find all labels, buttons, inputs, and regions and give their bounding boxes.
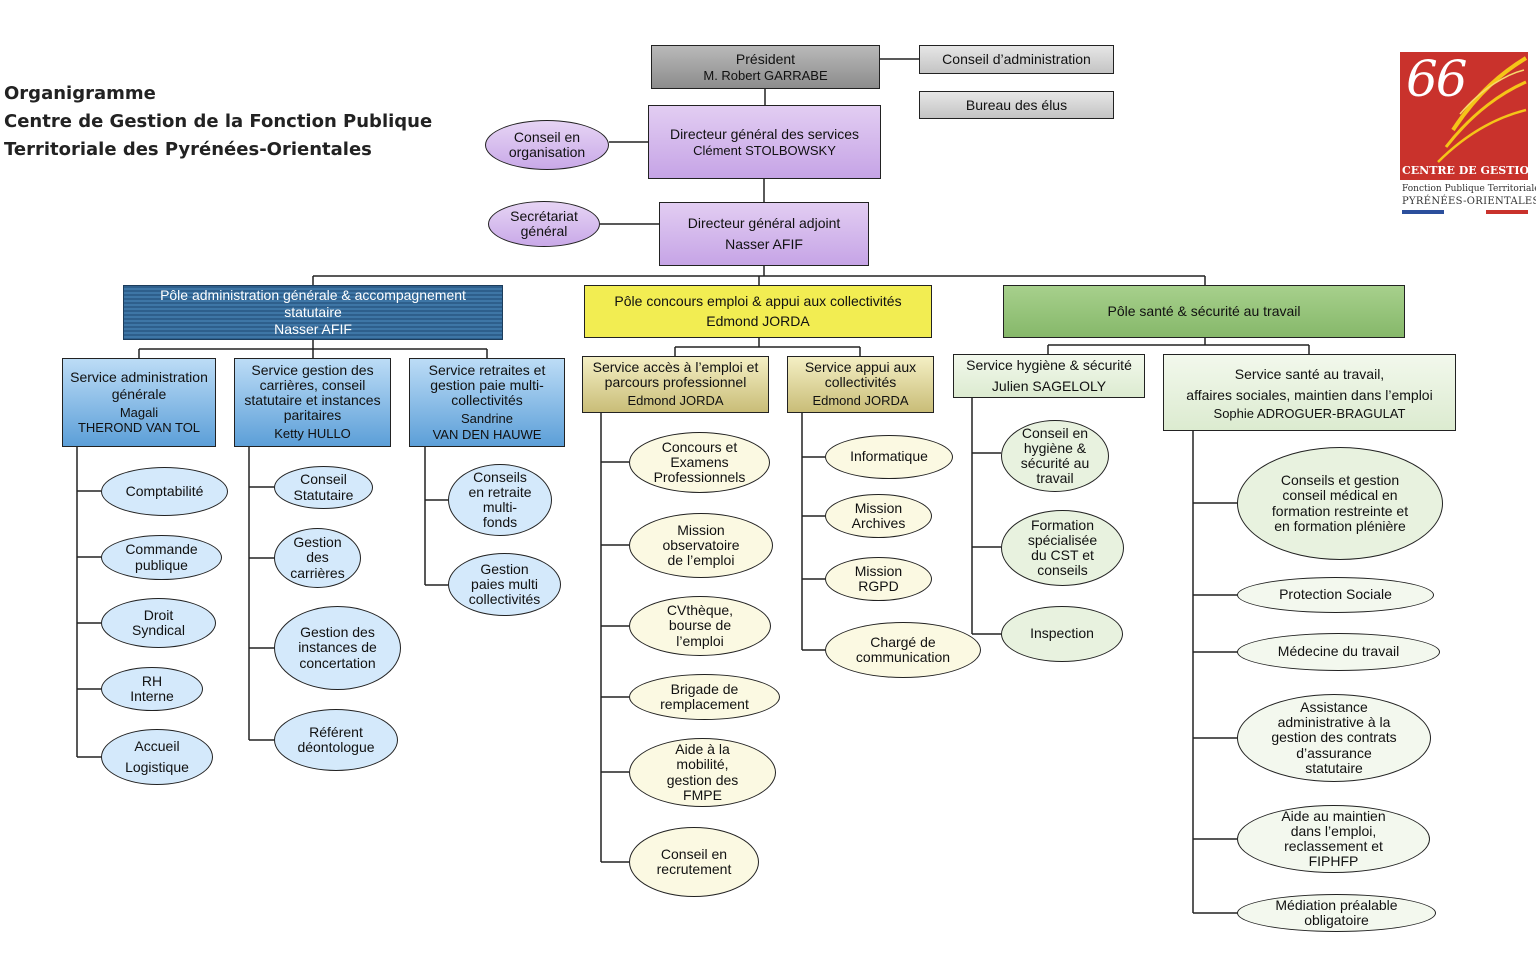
logo-number: 66 bbox=[1406, 50, 1468, 108]
bureau-elus-box: Bureau des élus bbox=[919, 91, 1114, 119]
activity-referent-deontologue: Référent déontologue bbox=[274, 709, 398, 771]
service-retraites-name: Sandrine VAN DEN HAUWE bbox=[432, 411, 542, 442]
pole-administration-box: Pôle administration générale & accompagn… bbox=[123, 285, 503, 340]
service-appui-box: Service appui aux collectivités Edmond J… bbox=[787, 356, 934, 413]
pole-sante-box: Pôle santé & sécurité au travail bbox=[1003, 285, 1405, 338]
title-line-1: Organigramme bbox=[4, 83, 156, 104]
conseil-organisation-oval: Conseil en organisation bbox=[485, 120, 609, 170]
activity-gestion-carrieres: Gestion des carrières bbox=[274, 528, 361, 588]
service-administration-generale-box: Service administration générale Magali T… bbox=[62, 358, 216, 447]
pole-sante-title: Pôle santé & sécurité au travail bbox=[1107, 303, 1301, 320]
activity-mission-rgpd: Mission RGPD bbox=[825, 557, 932, 601]
service-carrieres-box: Service gestion des carrières, conseil s… bbox=[234, 358, 391, 447]
service-hygiene-title: Service hygiène & sécurité bbox=[966, 357, 1132, 374]
service-retraites-title: Service retraites et gestion paie multi-… bbox=[428, 361, 546, 408]
activity-commande-publique: Commande publique bbox=[101, 535, 222, 580]
service-hygiene-name: Julien SAGELOLY bbox=[991, 378, 1107, 394]
activity-formation-cst: Formation spécialisée du CST et conseils bbox=[1001, 510, 1124, 586]
cdg66-logo: 66 CENTRE DE GESTION Fonction Publique T… bbox=[1398, 50, 1536, 232]
activity-accueil-logistique: Accueil Logistique bbox=[101, 729, 213, 785]
service-hygiene-box: Service hygiène & sécurité Julien SAGELO… bbox=[953, 354, 1145, 398]
logo-swirl-icon bbox=[1437, 56, 1528, 163]
activity-medecine-travail: Médecine du travail bbox=[1237, 633, 1440, 671]
activity-cvtheque: CVthèque, bourse de l’emploi bbox=[629, 596, 771, 656]
service-acces-emploi-box: Service accès à l’emploi et parcours pro… bbox=[582, 356, 769, 413]
service-acces-name: Edmond JORDA bbox=[627, 393, 724, 409]
dgs-box: Directeur général des services Clément S… bbox=[648, 105, 881, 179]
activity-assistance-assurance: Assistance administrative à la gestion d… bbox=[1237, 694, 1431, 782]
activity-protection-sociale: Protection Sociale bbox=[1237, 577, 1434, 613]
activity-concours-examens: Concours et Examens Professionnels bbox=[629, 432, 770, 493]
activity-mission-archives: Mission Archives bbox=[825, 494, 932, 538]
dga-title: Directeur général adjoint bbox=[687, 215, 841, 232]
page-title: Organigramme Centre de Gestion de la Fon… bbox=[4, 80, 432, 164]
activity-charge-communication: Chargé de communication bbox=[825, 622, 981, 678]
pole-administration-title: Pôle administration générale & accompagn… bbox=[160, 287, 466, 321]
dga-name: Nasser AFIF bbox=[725, 236, 803, 252]
activity-conseil-statutaire: Conseil Statutaire bbox=[274, 466, 373, 509]
service-retraites-box: Service retraites et gestion paie multi-… bbox=[409, 358, 565, 447]
service-carrieres-title: Service gestion des carrières, conseil s… bbox=[244, 361, 381, 424]
activity-droit-syndical: Droit Syndical bbox=[101, 598, 216, 648]
dgs-title: Directeur général des services bbox=[669, 125, 860, 142]
title-line-2: Centre de Gestion de la Fonction Publiqu… bbox=[4, 111, 433, 132]
pole-administration-name: Nasser AFIF bbox=[274, 320, 352, 337]
activity-conseil-hygiene: Conseil en hygiène & sécurité au travail bbox=[1001, 420, 1109, 492]
conseil-administration-box: Conseil d’administration bbox=[919, 45, 1114, 74]
activity-conseil-medical: Conseils et gestion conseil médical en f… bbox=[1237, 447, 1443, 560]
dgs-name: Clément STOLBOWSKY bbox=[693, 142, 836, 158]
logo-tricolor-stripe bbox=[1402, 210, 1528, 214]
activity-brigade-remplacement: Brigade de remplacement bbox=[629, 674, 780, 720]
president-title: Président bbox=[735, 50, 796, 67]
service-sante-name: Sophie ADROGUER-BRAGULAT bbox=[1213, 405, 1406, 421]
activity-rh-interne: RH Interne bbox=[101, 667, 203, 711]
service-adm-gen-name: Magali THEROND VAN TOL bbox=[77, 404, 201, 436]
service-sante-box: Service santé au travail, affaires socia… bbox=[1163, 354, 1456, 431]
pole-concours-title: Pôle concours emploi & appui aux collect… bbox=[614, 293, 902, 310]
logo-line-1: CENTRE DE GESTION bbox=[1402, 164, 1536, 177]
service-acces-title: Service accès à l’emploi et parcours pro… bbox=[592, 359, 759, 391]
activity-conseils-retraite: Conseils en retraite multi- fonds bbox=[448, 464, 552, 536]
pole-concours-name: Edmond JORDA bbox=[706, 313, 810, 329]
service-appui-title: Service appui aux collectivités bbox=[804, 359, 917, 391]
service-carrieres-name: Ketty HULLO bbox=[274, 426, 351, 442]
president-name: M. Robert GARRABE bbox=[703, 67, 828, 83]
title-line-3: Territoriale des Pyrénées-Orientales bbox=[4, 139, 372, 160]
service-adm-gen-title: Service administration générale bbox=[70, 369, 208, 402]
service-sante-title: Service santé au travail, affaires socia… bbox=[1186, 365, 1433, 403]
bureau-elus-label: Bureau des élus bbox=[965, 96, 1068, 113]
activity-conseil-recrutement: Conseil en recrutement bbox=[629, 827, 759, 897]
activity-observatoire-emploi: Mission observatoire de l’emploi bbox=[629, 513, 773, 578]
president-box: Président M. Robert GARRABE bbox=[651, 45, 880, 89]
activity-aide-maintien-emploi: Aide au maintien dans l’emploi, reclasse… bbox=[1237, 805, 1430, 873]
dga-box: Directeur général adjoint Nasser AFIF bbox=[659, 202, 869, 266]
activity-inspection: Inspection bbox=[1001, 606, 1123, 662]
service-appui-name: Edmond JORDA bbox=[812, 393, 909, 409]
activity-aide-mobilite: Aide à la mobilité, gestion des FMPE bbox=[629, 738, 776, 807]
activity-instances-concertation: Gestion des instances de concertation bbox=[274, 606, 401, 690]
activity-gestion-paies: Gestion paies multi collectivités bbox=[448, 553, 561, 616]
logo-line-2: Fonction Publique Territoriale bbox=[1402, 184, 1536, 194]
activity-informatique: Informatique bbox=[825, 435, 953, 479]
activity-comptabilite: Comptabilité bbox=[101, 467, 228, 516]
logo-line-3: PYRÉNÉES-ORIENTALES bbox=[1402, 196, 1536, 207]
conseil-administration-label: Conseil d’administration bbox=[942, 51, 1091, 68]
secretariat-general-oval: Secrétariat général bbox=[488, 201, 600, 247]
pole-concours-box: Pôle concours emploi & appui aux collect… bbox=[584, 285, 932, 338]
activity-mediation-prealable: Médiation préalable obligatoire bbox=[1237, 894, 1436, 932]
